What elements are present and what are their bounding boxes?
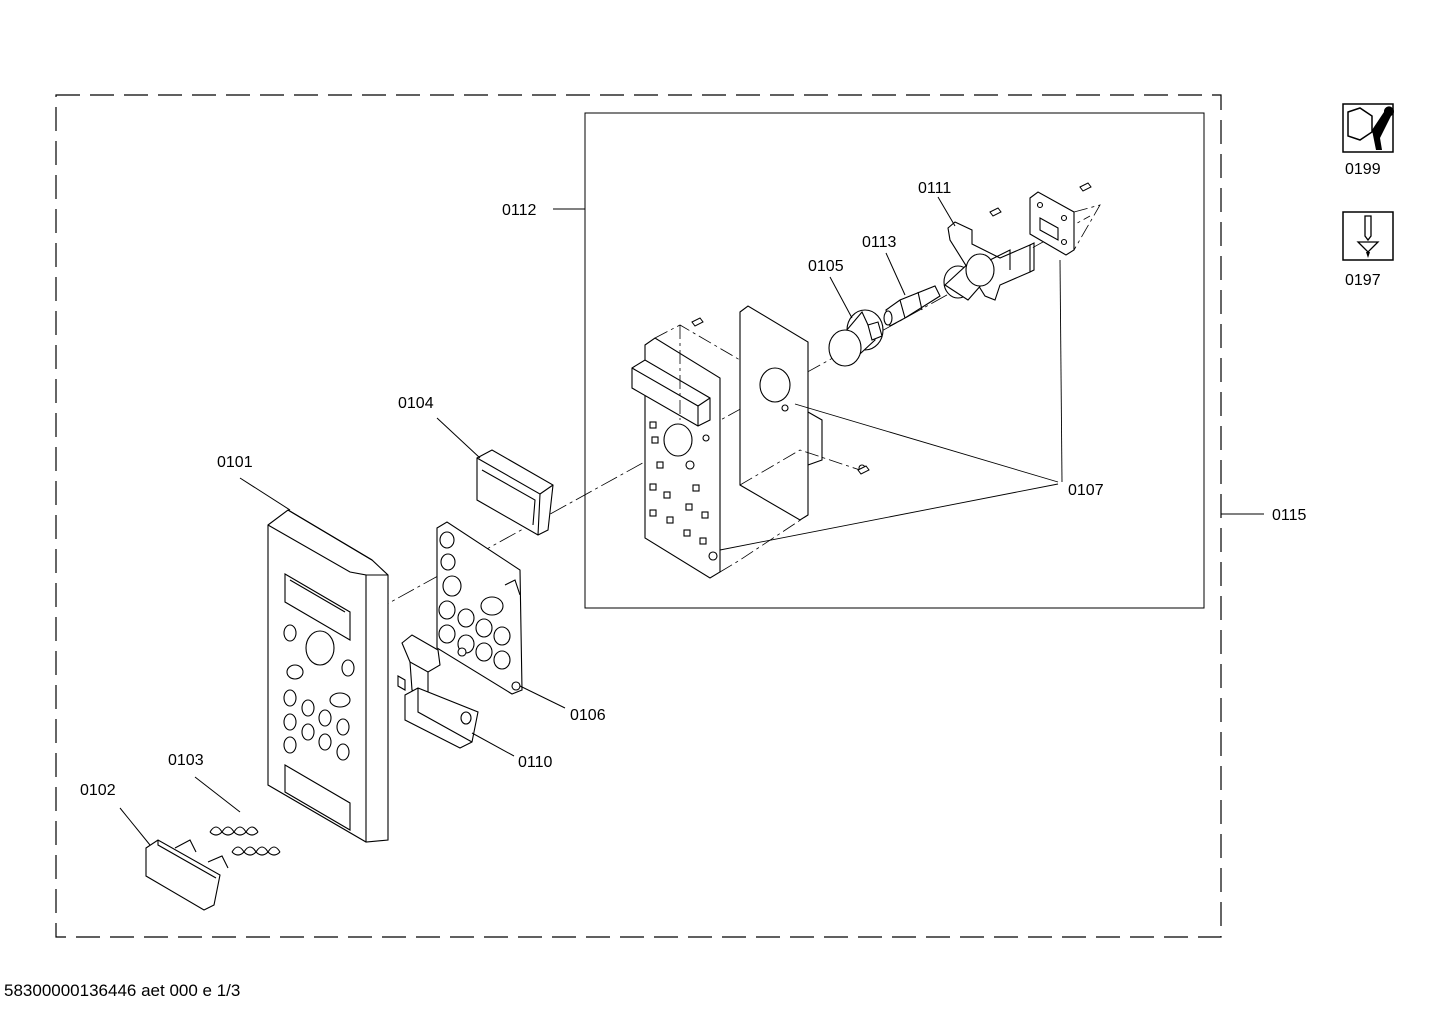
label-0115: 0115: [1272, 507, 1307, 524]
assembly-boundary: [55, 94, 1222, 938]
document-id-footer: 58300000136446 aet 000 e 1/3: [4, 981, 241, 1000]
part-0101-fascia-panel: [267, 509, 389, 843]
label-0106: 0106: [570, 707, 606, 724]
subassembly-box: [584, 112, 1205, 609]
label-0113: 0113: [862, 234, 897, 251]
screwdriver-screw-icon: [1342, 211, 1394, 261]
wrench-nut-icon: [1342, 103, 1394, 153]
part-0106-keypad: [436, 521, 523, 695]
label-0111: 0111: [918, 180, 951, 197]
label-0104: 0104: [398, 395, 434, 412]
label-0103: 0103: [168, 752, 204, 769]
label-0102: 0102: [80, 782, 116, 799]
label-0101: 0101: [217, 454, 253, 471]
rear-mounting-plate: [1029, 191, 1075, 256]
part-0110-switch-lever: [397, 634, 479, 749]
part-0107-front-pcb: [631, 337, 721, 579]
legend-label-0197: 0197: [1345, 272, 1381, 289]
part-0113-shaft: [883, 285, 941, 327]
part-0105-knob: [828, 309, 884, 367]
label-0107: 0107: [1068, 482, 1104, 499]
part-0111-encoder-bracket: [943, 221, 1035, 301]
legend-label-0199: 0199: [1345, 161, 1381, 178]
part-0104-display-lens: [476, 449, 554, 536]
label-0105: 0105: [808, 258, 844, 275]
label-0112: 0112: [502, 202, 537, 219]
part-0103-springs: [209, 826, 281, 856]
part-0102-release-button: [145, 839, 229, 911]
label-0110: 0110: [518, 754, 553, 771]
